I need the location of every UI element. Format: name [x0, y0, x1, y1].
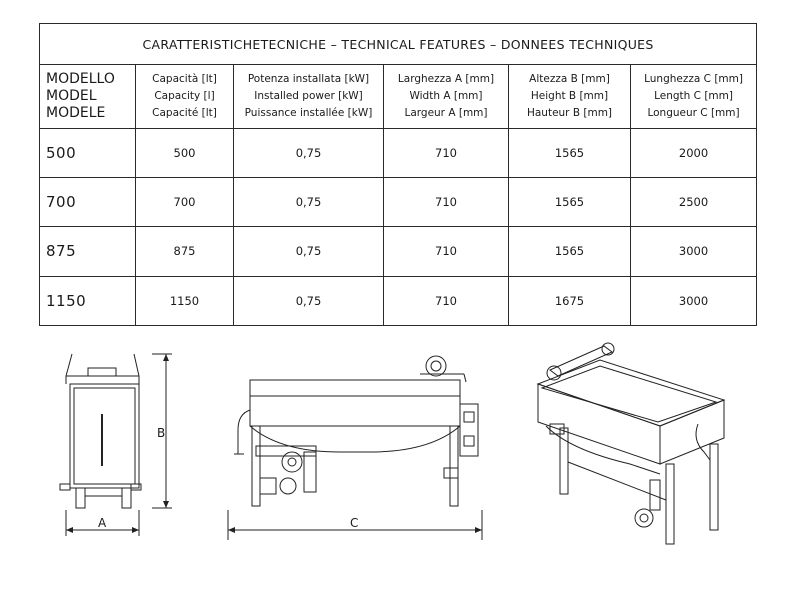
header-line: Potenza installata [kW]	[247, 72, 370, 85]
header-height: Altezza B [mm] Height B [mm] Hauteur B […	[508, 64, 631, 129]
cell-capacity: 700	[135, 176, 234, 228]
header-line: Width A [mm]	[409, 89, 483, 102]
header-line: MODELLO	[46, 70, 115, 87]
table-header-row: MODELLO MODEL MODELE Capacità [lt] Capac…	[39, 64, 758, 129]
table-row: 1150 1150 0,75 710 1675 3000	[39, 275, 758, 327]
dimension-c-label: C	[350, 516, 358, 530]
header-line: MODEL	[46, 87, 97, 104]
cell-capacity: 500	[135, 127, 234, 178]
side-view-drawing: C	[227, 355, 483, 540]
cell-width: 710	[383, 176, 509, 228]
header-line: Installed power [kW]	[254, 89, 363, 102]
cell-power: 0,75	[233, 176, 384, 228]
cell-model: 700	[39, 176, 136, 228]
header-power: Potenza installata [kW] Installed power …	[233, 64, 384, 129]
cell-width: 710	[383, 226, 509, 277]
header-line: Capacità [lt]	[152, 72, 217, 85]
cell-power: 0,75	[233, 127, 384, 178]
cell-height: 1565	[508, 176, 631, 228]
machine-drawings: A B	[0, 340, 800, 600]
header-line: Lunghezza C [mm]	[644, 72, 743, 85]
cell-height: 1565	[508, 127, 631, 178]
cell-model: 1150	[39, 275, 136, 327]
header-line: Length C [mm]	[654, 89, 733, 102]
header-line: Altezza B [mm]	[529, 72, 610, 85]
header-line: Height B [mm]	[530, 89, 609, 102]
header-line: Hauteur B [mm]	[526, 106, 613, 119]
cell-width: 710	[383, 275, 509, 327]
cell-length: 3000	[629, 226, 758, 277]
header-length: Lunghezza C [mm] Length C [mm] Longueur …	[629, 64, 758, 129]
header-line: Longueur C [mm]	[647, 106, 740, 119]
header-capacity: Capacità [lt] Capacity [l] Capacité [lt]	[135, 64, 234, 129]
cell-length: 2500	[629, 176, 758, 228]
cell-model: 875	[39, 226, 136, 277]
header-line: MODELE	[46, 104, 106, 121]
header-line: Capacity [l]	[154, 89, 215, 102]
cell-capacity: 1150	[135, 275, 234, 327]
dimension-a-label: A	[98, 516, 107, 530]
table-title: CARATTERISTICHETECNICHE – TECHNICAL FEAT…	[38, 22, 758, 66]
dimension-b-label: B	[157, 426, 165, 440]
cell-model: 500	[39, 127, 136, 178]
header-line: Largeur A [mm]	[404, 106, 488, 119]
table-row: 700 700 0,75 710 1565 2500	[39, 176, 758, 228]
cell-capacity: 875	[135, 226, 234, 277]
header-line: Capacité [lt]	[152, 106, 217, 119]
header-width: Larghezza A [mm] Width A [mm] Largeur A …	[383, 64, 509, 129]
table-row: 500 500 0,75 710 1565 2000	[39, 127, 758, 178]
cell-height: 1675	[508, 275, 631, 327]
technical-features-table: CARATTERISTICHETECNICHE – TECHNICAL FEAT…	[38, 22, 758, 327]
header-model: MODELLO MODEL MODELE	[39, 64, 136, 129]
cell-height: 1565	[508, 226, 631, 277]
cell-width: 710	[383, 127, 509, 178]
cell-length: 2000	[629, 127, 758, 178]
header-line: Puissance installée [kW]	[244, 106, 373, 119]
cell-power: 0,75	[233, 226, 384, 277]
table-row: 875 875 0,75 710 1565 3000	[39, 226, 758, 277]
front-view-drawing: A B	[59, 353, 172, 536]
cell-length: 3000	[629, 275, 758, 327]
header-line: Larghezza A [mm]	[397, 72, 495, 85]
isometric-view-drawing	[536, 342, 726, 545]
cell-power: 0,75	[233, 275, 384, 327]
